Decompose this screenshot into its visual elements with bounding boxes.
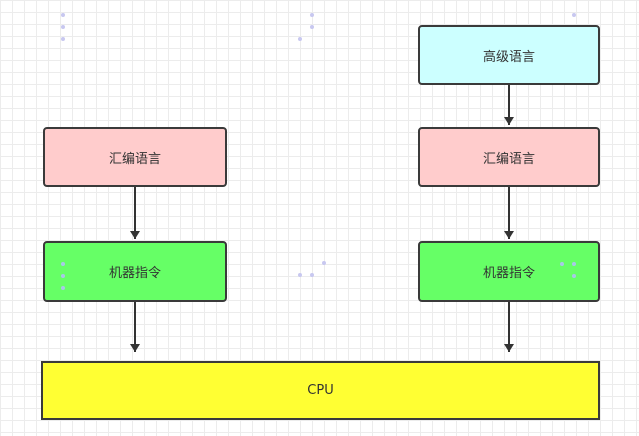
decorative-dot: [298, 273, 302, 277]
decorative-dot: [61, 37, 65, 41]
decorative-dot: [560, 262, 564, 266]
decorative-dot: [61, 274, 65, 278]
decorative-dot: [61, 25, 65, 29]
decorative-dot: [310, 273, 314, 277]
decorative-dot: [298, 37, 302, 41]
node-label: 汇编语言: [482, 151, 535, 167]
cpu-node[interactable]: CPU: [41, 361, 600, 420]
node-label: 机器指令: [482, 266, 535, 281]
decorative-dot: [572, 262, 576, 266]
machine-instruction-node-left[interactable]: 机器指令: [43, 241, 227, 302]
decorative-dot: [61, 262, 65, 266]
decorative-dot: [61, 286, 65, 290]
decorative-dot: [572, 274, 576, 278]
decorative-dot: [61, 13, 65, 17]
node-label: CPU: [307, 383, 334, 398]
decorative-dot: [310, 13, 314, 17]
decorative-dot: [310, 25, 314, 29]
node-label: 机器指令: [108, 266, 161, 281]
node-label: 高级语言: [482, 49, 535, 65]
high-level-language-node[interactable]: 高级语言: [418, 25, 600, 85]
decorative-dot: [572, 13, 576, 17]
node-label: 汇编语言: [108, 151, 161, 167]
decorative-dot: [322, 261, 326, 265]
assembly-language-node-left[interactable]: 汇编语言: [43, 127, 227, 187]
machine-instruction-node-right[interactable]: 机器指令: [418, 241, 600, 302]
assembly-language-node-right[interactable]: 汇编语言: [418, 127, 600, 187]
